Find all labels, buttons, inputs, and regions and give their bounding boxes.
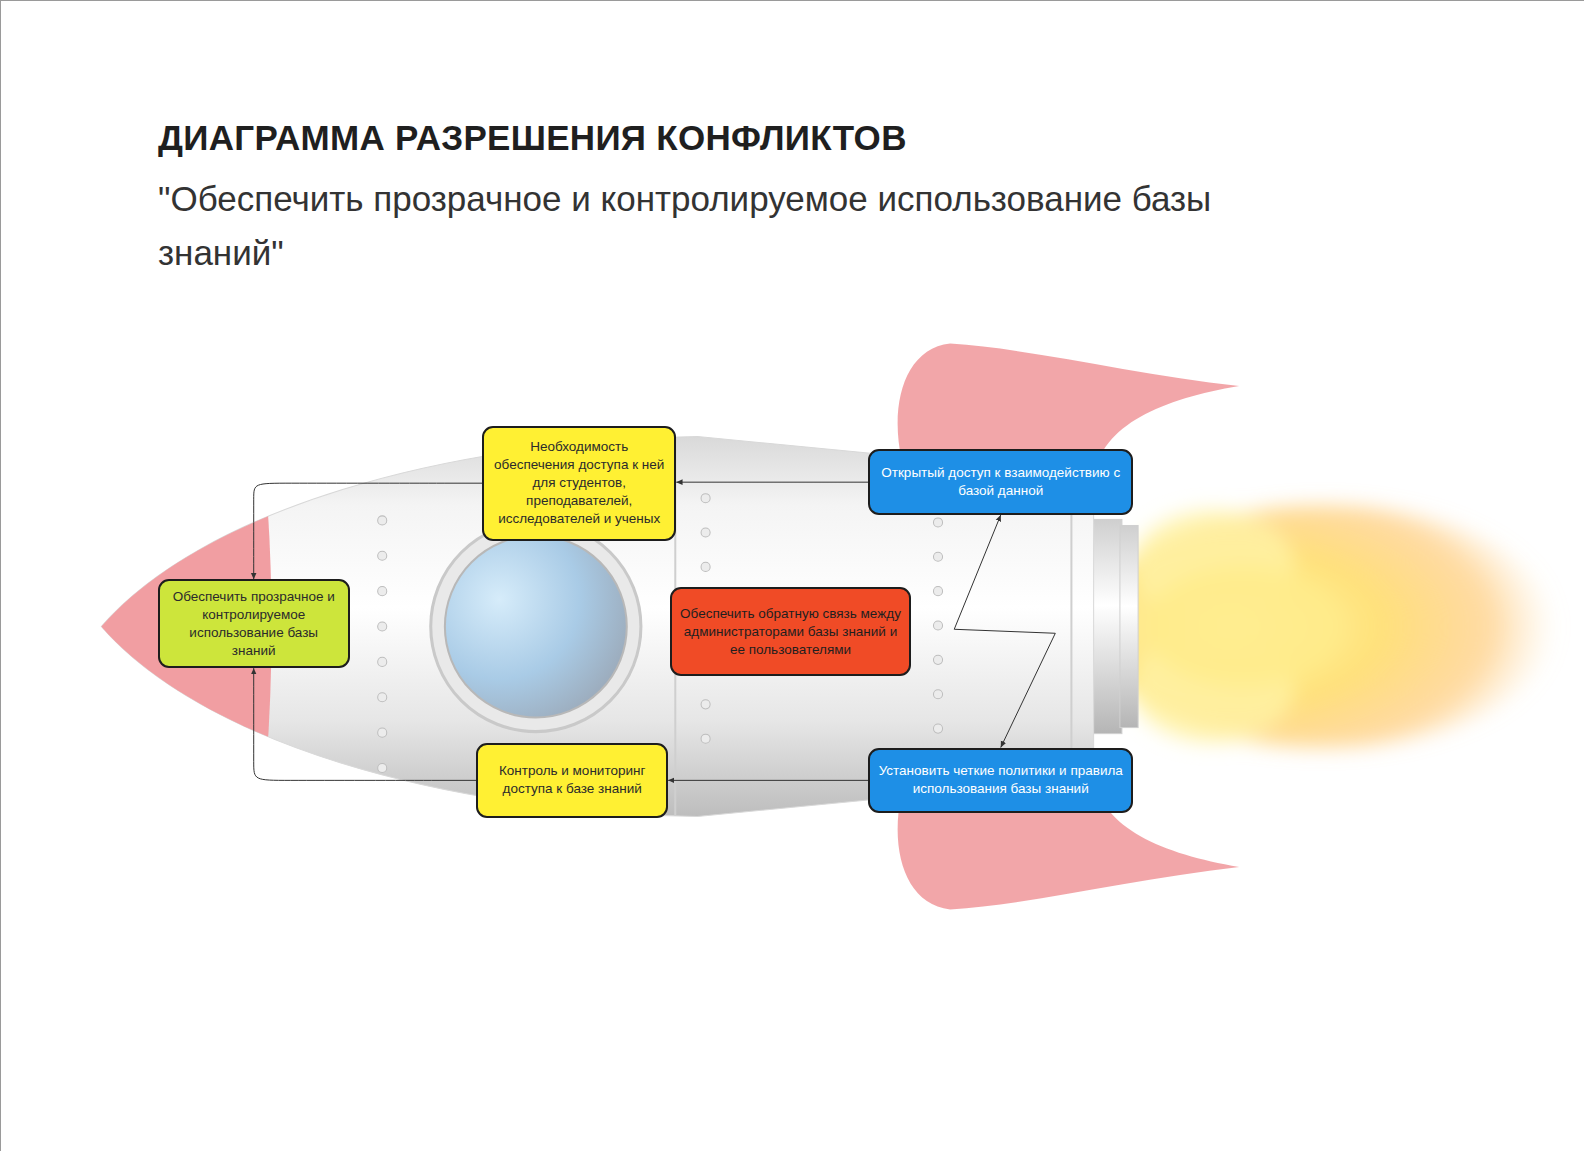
node-label: Открытый доступ к взаимодействию с базой… [876, 464, 1125, 500]
rivet [933, 724, 942, 733]
node-label: Обеспечить прозрачное и контролируемое и… [166, 588, 342, 660]
node-label: Необходимость обеспечения доступа к ней … [490, 438, 668, 528]
connector-arrow [254, 483, 482, 579]
rivet [701, 700, 710, 709]
rivet [378, 587, 387, 596]
diagram-caption: "Обеспечить прозрачное и контролируемое … [158, 172, 1308, 280]
rivet [701, 562, 710, 571]
action-box: Открытый доступ к взаимодействию с базой… [868, 449, 1133, 515]
rivet [933, 690, 942, 699]
connector-arrow [676, 482, 868, 483]
rivet [701, 528, 710, 537]
rivet [378, 516, 387, 525]
rivet [933, 552, 942, 561]
rivet [933, 655, 942, 664]
conflict-box: Обеспечить обратную связь между админист… [670, 587, 911, 676]
flame-lobe [1142, 566, 1344, 687]
nozzle [1092, 519, 1138, 733]
node-label: Обеспечить обратную связь между админист… [678, 605, 903, 659]
action-box: Установить четкие политики и правила исп… [868, 748, 1133, 814]
rivet [378, 551, 387, 560]
rivet [378, 657, 387, 666]
diagram-title: ДИАГРАММА РАЗРЕШЕНИЯ КОНФЛИКТОВ [158, 118, 907, 158]
rivet [933, 621, 942, 630]
nozzle-ring [1120, 525, 1138, 727]
connector-arrow [254, 668, 476, 780]
connector-arrow [668, 780, 868, 781]
flame [1092, 505, 1557, 748]
need-box: Необходимость обеспечения доступа к ней … [482, 426, 676, 541]
rivet [378, 622, 387, 631]
need-box: Контроль и мониторинг доступа к базе зна… [476, 743, 668, 818]
rivet [378, 693, 387, 702]
node-label: Контроль и мониторинг доступа к базе зна… [484, 762, 660, 798]
goal-box: Обеспечить прозрачное и контролируемое и… [158, 579, 350, 668]
rivet [701, 734, 710, 743]
rivet [933, 587, 942, 596]
rivet [933, 518, 942, 527]
rivet [378, 763, 387, 772]
node-label: Установить четкие политики и правила исп… [876, 762, 1125, 798]
flame-glow [1092, 505, 1557, 748]
porthole-rim [431, 521, 641, 731]
nozzle-ring [1092, 519, 1122, 733]
porthole-glass [445, 536, 627, 718]
connector-arrow [954, 515, 1055, 748]
rivet [701, 494, 710, 503]
rivet [378, 728, 387, 737]
